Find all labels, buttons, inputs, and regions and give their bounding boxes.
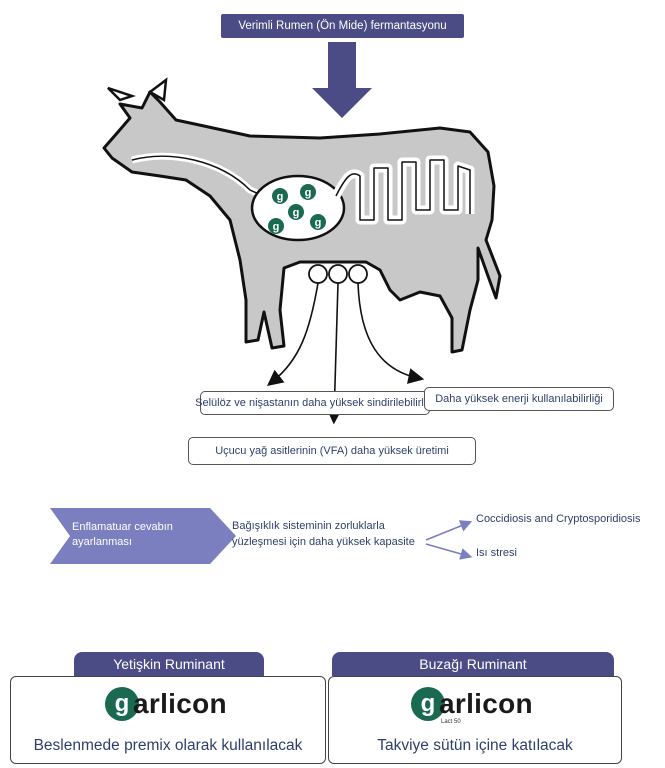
outcome-right: Daha yüksek enerji kullanılabilirliği: [424, 387, 614, 411]
garlicon-logo: g arlicon: [105, 687, 227, 721]
garlicon-logo-text: arlicon: [133, 688, 227, 719]
garlicon-particles: g g g g g: [268, 184, 326, 234]
svg-text:g: g: [315, 217, 322, 229]
top-label: Verimli Rumen (Ön Mide) fermantasyonu: [221, 14, 464, 38]
adult-ruminant-header: Yetişkin Ruminant: [74, 652, 264, 676]
immune-arrows: [425, 520, 473, 560]
garlicon-logo-icon: g: [411, 687, 445, 721]
calf-ruminant-card: g arlicon Lact 50 Takviye sütün içine ka…: [328, 676, 622, 764]
svg-text:g: g: [277, 191, 284, 203]
chevron-label: Enflamatuar cevabın ayarlanması: [72, 521, 173, 548]
immune-capacity-text: Bağışıklık sisteminin zorluklarla yüzleş…: [232, 520, 415, 548]
chevron-shape: [50, 508, 236, 564]
outcome-coccidiosis: Coccidiosis and Cryptosporidiosis: [476, 513, 641, 525]
cow-illustration: [102, 77, 502, 354]
outcome-center: Uçucu yağ asitlerinin (VFA) daha yüksek …: [188, 437, 476, 465]
svg-text:g: g: [305, 187, 312, 199]
garlicon-lact-logo: g arlicon: [411, 687, 533, 721]
garlicon-logo-text: arlicon: [439, 688, 533, 719]
adult-ruminant-card: g arlicon Beslenmede premix olarak kulla…: [10, 676, 326, 764]
svg-text:g: g: [273, 221, 280, 233]
down-arrow-icon: [312, 42, 372, 118]
logo-subtitle: Lact 50: [441, 719, 461, 725]
calf-ruminant-header: Buzağı Ruminant: [332, 652, 614, 676]
outcome-heat-stress: Isı stresi: [476, 547, 517, 559]
calf-ruminant-caption: Takviye sütün içine katılacak: [377, 737, 573, 754]
outcome-left: Selülöz ve nişastanın daha yüksek sindir…: [195, 391, 435, 415]
garlicon-logo-icon: g: [105, 687, 139, 721]
adult-ruminant-caption: Beslenmede premix olarak kullanılacak: [33, 737, 303, 754]
svg-text:g: g: [293, 207, 300, 219]
